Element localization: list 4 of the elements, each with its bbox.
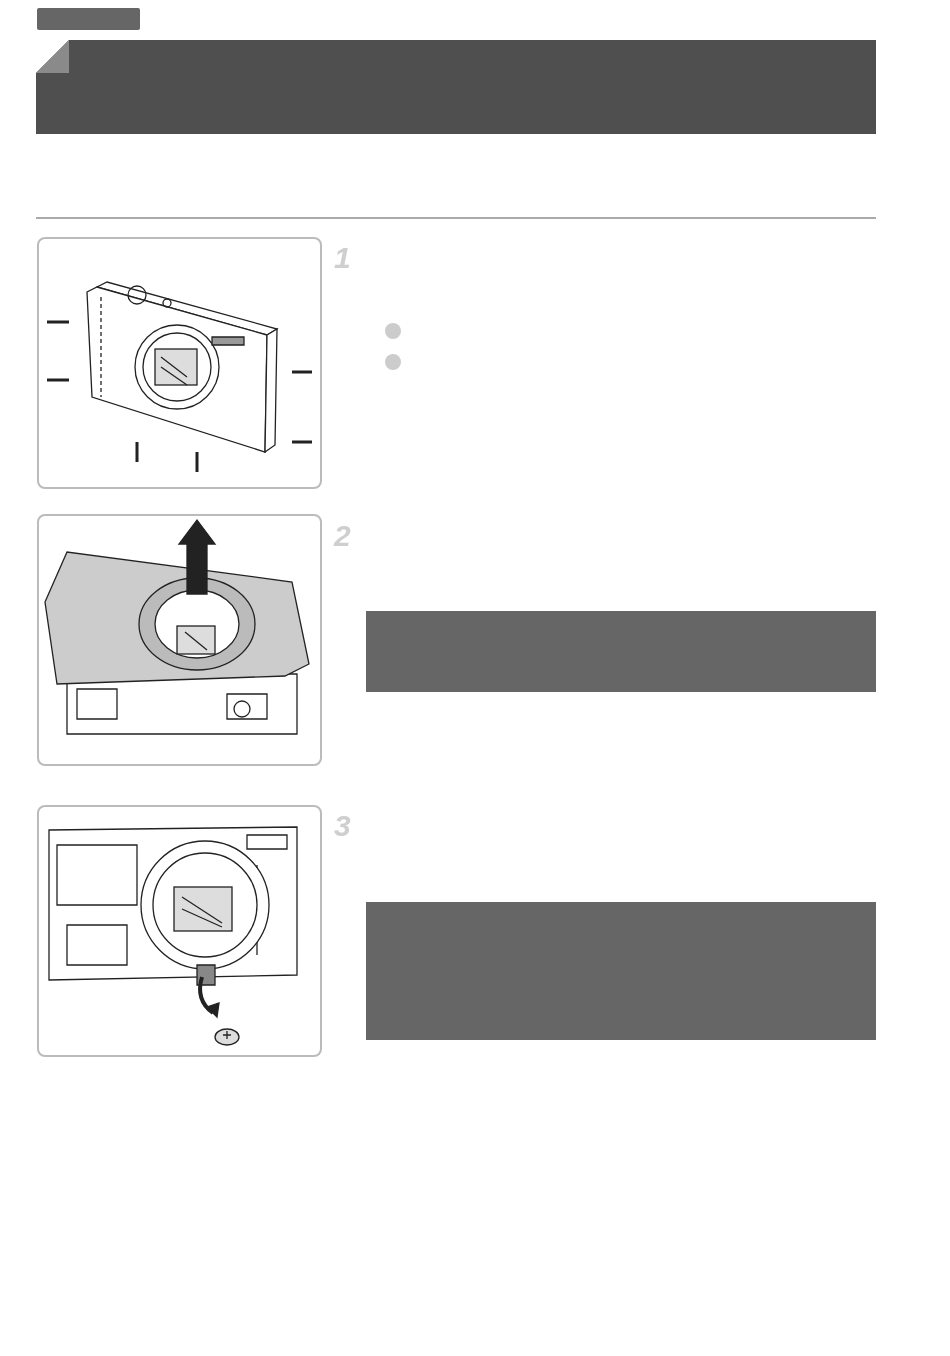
note-banner: [366, 902, 876, 1040]
section-tab: [37, 8, 140, 30]
title-banner: [36, 40, 876, 134]
note-banner: [366, 611, 876, 692]
